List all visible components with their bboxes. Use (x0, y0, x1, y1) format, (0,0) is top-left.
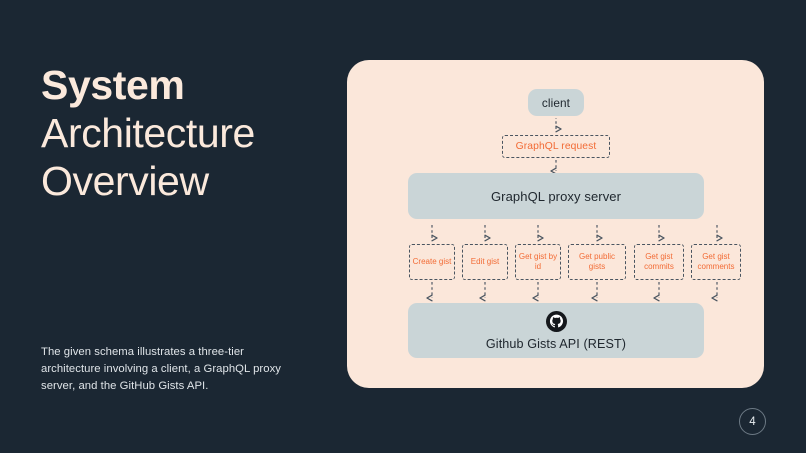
node-github-gists-api: Github Gists API (REST) (408, 303, 704, 358)
page-title: System Architecture Overview (41, 62, 321, 206)
node-github-gists-api-label: Github Gists API (REST) (485, 336, 627, 351)
page-title-line-3: Overview (41, 157, 209, 204)
page-number-label: 4 (749, 415, 756, 428)
page-title-line-2: Architecture (41, 109, 255, 156)
diagram-canvas: client GraphQL request GraphQL proxy ser… (347, 60, 764, 388)
edge-label-graphql-request: GraphQL request (502, 135, 610, 158)
architecture-diagram-panel: client GraphQL request GraphQL proxy ser… (347, 60, 764, 388)
operation-get-gist-commits-label: Get gist commits (644, 251, 674, 271)
operation-get-gist-commits: Get gist commits (634, 244, 684, 280)
node-client-label: client (541, 95, 571, 110)
operation-get-gist-comments-label: Get gist comments (697, 251, 735, 271)
node-graphql-proxy-server-label: GraphQL proxy server (490, 188, 622, 204)
operation-create-gist-label: Create gist (412, 256, 452, 266)
slide-heading-block: System Architecture Overview (41, 62, 321, 206)
operation-get-gist-by-id-label: Get gist by id (518, 251, 558, 271)
github-icon (545, 310, 567, 332)
node-graphql-proxy-server: GraphQL proxy server (408, 173, 704, 219)
operation-get-gist-by-id: Get gist by id (515, 244, 561, 280)
operation-edit-gist-label: Edit gist (470, 256, 500, 266)
edge-label-graphql-request-text: GraphQL request (515, 141, 597, 152)
page-title-line-1: System (41, 62, 185, 108)
description-text: The given schema illustrates a three-tie… (41, 346, 281, 393)
page-number-badge: 4 (739, 408, 766, 435)
operation-get-gist-comments: Get gist comments (691, 244, 741, 280)
operation-create-gist: Create gist (409, 244, 455, 280)
node-client: client (528, 89, 584, 116)
operation-edit-gist: Edit gist (462, 244, 508, 280)
operation-get-public-gists: Get public gists (568, 244, 626, 280)
operation-get-public-gists-label: Get public gists (578, 251, 616, 271)
